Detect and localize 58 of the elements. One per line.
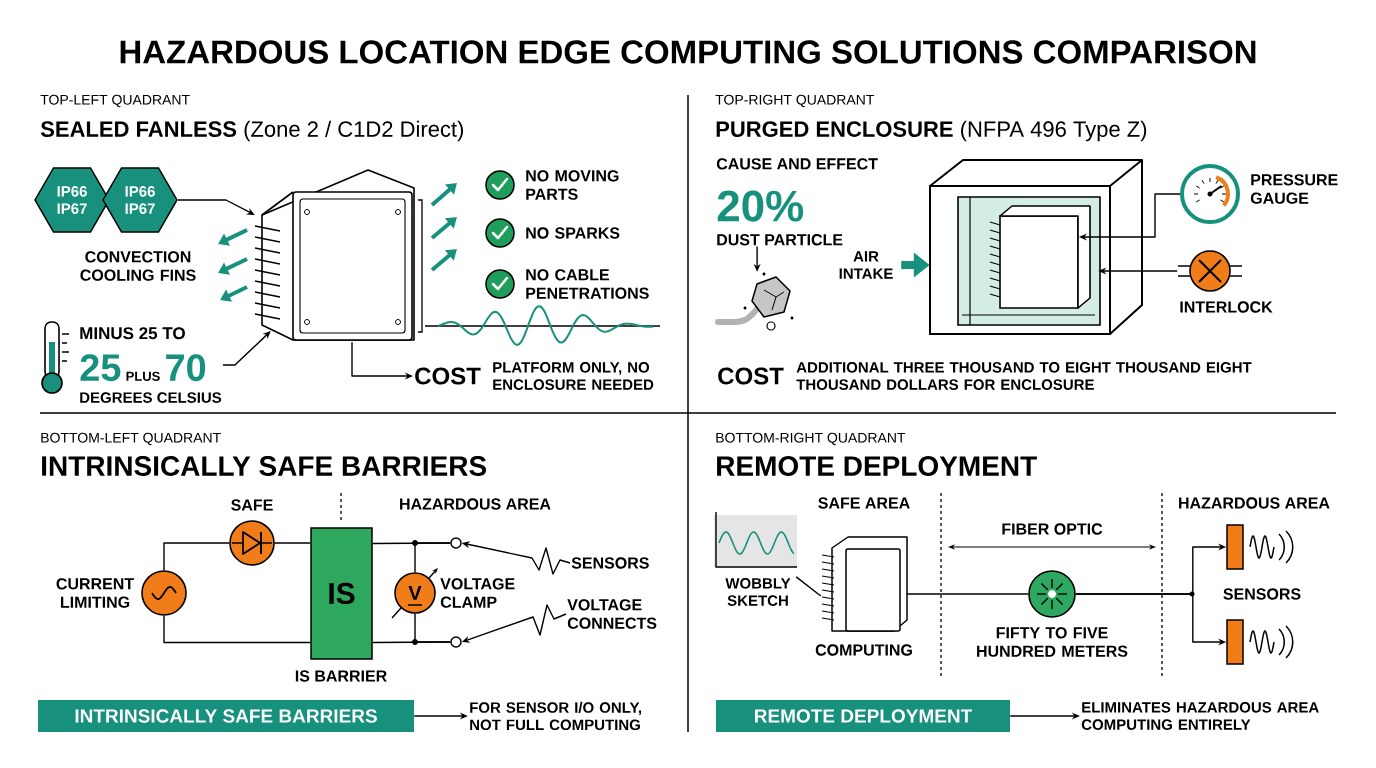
fanless-device-drawing — [254, 169, 423, 341]
note-text: ELIMINATES HAZARDOUS AREA COMPUTING ENTIRELY — [1081, 702, 1319, 730]
cost-heading: COST — [415, 367, 481, 385]
arrow — [222, 331, 271, 366]
quadrant-label: BOTTOM-LEFT QUADRANT — [41, 432, 221, 446]
air-intake-label: AIR INTAKE — [839, 251, 893, 279]
section-heading: PURGED ENCLOSURE (NFPA 496 Type Z) — [716, 120, 1147, 142]
caption-text: COMPUTING — [815, 644, 912, 656]
caption-text: FIFTY TO FIVE HUNDRED METERS — [977, 627, 1128, 657]
circuit-wire — [414, 613, 451, 643]
fiber-cable — [906, 593, 1029, 595]
leader-line — [795, 576, 822, 597]
section-heading: REMOTE DEPLOYMENT — [717, 456, 1037, 476]
area-label: SAFE AREA — [818, 497, 910, 509]
feature-label: CONVECTION COOLING FINS — [80, 251, 196, 281]
banner: INTRINSICALLY SAFE BARRIERS — [38, 700, 414, 732]
section-heading: SEALED FANLESS (Zone 2 / C1D2 Direct) — [40, 120, 463, 142]
quadrant-label: TOP-RIGHT QUADRANT — [715, 94, 875, 108]
circuit-wire — [274, 542, 311, 544]
cost-note: ADDITIONAL THREE THOUSAND TO EIGHT THOUSAND EIGHT THOUSAND DOLLARS FOR ENCLOSURE — [796, 362, 1252, 390]
banner: REMOTE DEPLOYMENT — [716, 700, 1010, 732]
title: HAZARDOUS LOCATION EDGE COMPUTING SOLUTIONS COMPARISON — [120, 40, 1256, 64]
area-label: HAZARDOUS AREA — [1179, 497, 1330, 509]
caption-text: IS BARRIER — [295, 670, 387, 682]
terminal-symbol — [450, 636, 462, 648]
caption-text: SAFE — [231, 499, 273, 511]
sensor-label: SENSORS — [571, 557, 649, 569]
sensor-bar — [1226, 619, 1244, 665]
barrier-box: IS — [310, 527, 373, 660]
voltage-connects-label: VOLTAGE CONNECTS — [567, 599, 657, 629]
sensor-label: SENSORS — [1223, 588, 1301, 600]
sketch-label: WOBBLY SKETCH — [725, 578, 791, 606]
quadrant-label: TOP-LEFT QUADRANT — [40, 94, 190, 108]
note-text: FOR SENSOR I/O ONLY, NOT FULL COMPUTING — [470, 701, 642, 731]
caption-text: PRESSURE GAUGE — [1250, 174, 1338, 204]
cost-note: PLATFORM ONLY, NO ENCLOSURE NEEDED — [493, 362, 654, 390]
terminal-symbol — [450, 537, 462, 549]
ip-rating-hexagon: IP66 IP67 — [102, 167, 178, 233]
statistic-text: CAUSE AND EFFECT 20% DUST PARTICLE — [716, 158, 878, 246]
check-item-text: NO MOVING PARTS — [526, 170, 619, 200]
dimension-label: FIBER OPTIC — [1002, 523, 1103, 535]
section-heading: INTRINSICALLY SAFE BARRIERS — [42, 456, 487, 476]
caption-text: CURRENT LIMITING — [56, 578, 134, 608]
module-box — [989, 205, 1091, 309]
area-label: HAZARDOUS AREA — [400, 498, 551, 510]
ip-rating-hexagon: IP66 IP67 — [34, 167, 110, 233]
circuit-wire — [414, 542, 451, 573]
check-item-text: NO SPARKS — [526, 227, 620, 239]
cost-heading: COST — [718, 367, 784, 385]
circuit-wire — [163, 542, 230, 571]
check-item-text: NO CABLE PENETRATIONS — [526, 269, 649, 299]
sensor-bar — [1226, 524, 1244, 570]
chart-sketch-drawing — [714, 511, 798, 568]
quadrant-label: BOTTOM-RIGHT QUADRANT — [716, 432, 906, 446]
caption-text: VOLTAGE CLAMP — [440, 578, 515, 608]
caption-text: INTERLOCK — [1180, 301, 1273, 313]
circuit-wire — [163, 615, 311, 644]
dust-particle-drawing — [715, 272, 794, 331]
